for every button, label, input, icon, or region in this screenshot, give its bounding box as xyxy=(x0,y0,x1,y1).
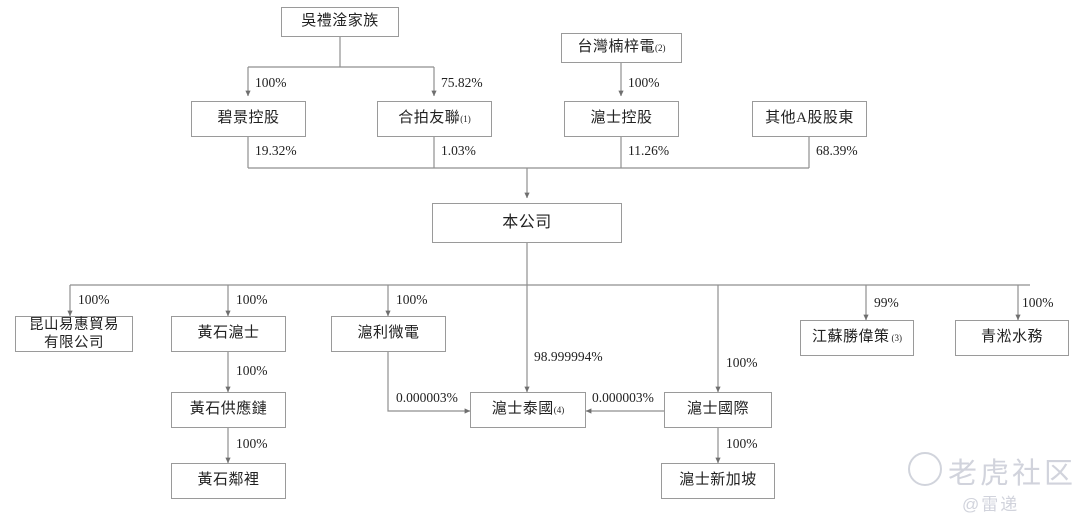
node-company-label: 本公司 xyxy=(502,213,552,231)
node-huangshi-hushi[interactable]: 黃石滬士 xyxy=(171,316,286,352)
edge-label-wu-to-bijing: 100% xyxy=(255,75,287,90)
edge-label-supply-to-linli: 100% xyxy=(236,436,268,451)
node-hushi-international-label: 滬士國際 xyxy=(686,401,749,418)
node-jiangsu-shengweice-sup: (3) xyxy=(891,332,903,343)
edge-label-company-to-intl: 100% xyxy=(726,355,758,370)
node-hushi-thailand-label: 滬士泰國 xyxy=(491,401,554,418)
node-qingsong-water-label: 青淞水務 xyxy=(980,329,1043,346)
edge-label-hepai-to-company: 1.03% xyxy=(441,143,476,158)
edge-label-wu-to-hepai: 75.82% xyxy=(441,75,483,90)
node-huangshi-hushi-label: 黃石滬士 xyxy=(197,325,260,342)
node-kunshan-yihui-label: 昆山易惠貿易 有限公司 xyxy=(29,316,119,351)
node-taiwan-nanzi-label: 台灣楠梓電 xyxy=(577,39,655,56)
node-huangshi-supply-chain-label: 黃石供應鏈 xyxy=(189,401,268,418)
node-hushi-holding-label: 滬士控股 xyxy=(590,110,653,127)
edge-label-company-to-jiangsu: 99% xyxy=(874,295,899,310)
node-wu-family[interactable]: 吳禮淦家族 xyxy=(281,7,399,37)
node-other-a-shareholders-label: 其他A股股東 xyxy=(765,110,854,127)
node-huli-weidian-label: 滬利微電 xyxy=(357,325,420,342)
node-taiwan-nanzi-sup: (2) xyxy=(655,42,666,53)
edge-label-nanzi-to-hushi-holding: 100% xyxy=(628,75,660,90)
node-hushi-singapore[interactable]: 滬士新加坡 xyxy=(661,463,775,499)
node-huangshi-supply-chain[interactable]: 黃石供應鏈 xyxy=(171,392,286,428)
node-qingsong-water[interactable]: 青淞水務 xyxy=(955,320,1069,356)
node-hepai-youlian[interactable]: 合拍友聯(1) xyxy=(377,101,492,137)
node-huangshi-linli[interactable]: 黃石鄰裡 xyxy=(171,463,286,499)
watermark-main-text: 老虎社区 xyxy=(948,458,1077,490)
node-hushi-holding[interactable]: 滬士控股 xyxy=(564,101,679,137)
node-taiwan-nanzi[interactable]: 台灣楠梓電(2) xyxy=(561,33,682,63)
node-hushi-singapore-label: 滬士新加坡 xyxy=(679,472,757,489)
node-other-a-shareholders[interactable]: 其他A股股東 xyxy=(752,101,867,137)
node-bijing-holding[interactable]: 碧景控股 xyxy=(191,101,306,137)
node-hushi-thailand[interactable]: 滬士泰國(4) xyxy=(470,392,586,428)
node-huangshi-linli-label: 黃石鄰裡 xyxy=(197,472,260,489)
node-jiangsu-shengweice-label: 江蘇勝偉策 xyxy=(811,329,890,346)
node-hepai-youlian-sup: (1) xyxy=(460,113,471,124)
edge-label-other-a-to-company: 68.39% xyxy=(816,143,858,158)
edge-label-company-to-kunshan: 100% xyxy=(78,292,110,307)
node-bijing-holding-label: 碧景控股 xyxy=(217,110,280,127)
node-hushi-international[interactable]: 滬士國際 xyxy=(664,392,772,428)
node-kunshan-yihui[interactable]: 昆山易惠貿易 有限公司 xyxy=(15,316,133,352)
watermark-sub-text: @雷递 xyxy=(962,495,1020,514)
edge-label-company-to-huangshi: 100% xyxy=(236,292,268,307)
edge-label-company-to-thailand: 98.999994% xyxy=(534,349,603,364)
node-company[interactable]: 本公司 xyxy=(432,203,622,243)
node-jiangsu-shengweice[interactable]: 江蘇勝偉策(3) xyxy=(800,320,914,356)
edge-label-huangshi-to-supply: 100% xyxy=(236,363,268,378)
node-huli-weidian[interactable]: 滬利微電 xyxy=(331,316,446,352)
edge-label-company-to-huli: 100% xyxy=(396,292,428,307)
node-hushi-thailand-sup: (4) xyxy=(553,404,565,415)
watermark-logo-icon xyxy=(908,452,942,486)
node-wu-family-label: 吳禮淦家族 xyxy=(301,13,379,30)
edge-label-intl-to-singapore: 100% xyxy=(726,436,758,451)
edge-label-huli-to-thailand: 0.000003% xyxy=(396,390,458,405)
edge-label-hushi-holding-to-company: 11.26% xyxy=(628,143,670,158)
edge-label-company-to-qingsong: 100% xyxy=(1022,295,1054,310)
node-hepai-youlian-label: 合拍友聯 xyxy=(398,110,461,127)
edge-label-intl-to-thailand: 0.000003% xyxy=(592,390,654,405)
edge-label-bijing-to-company: 19.32% xyxy=(255,143,297,158)
